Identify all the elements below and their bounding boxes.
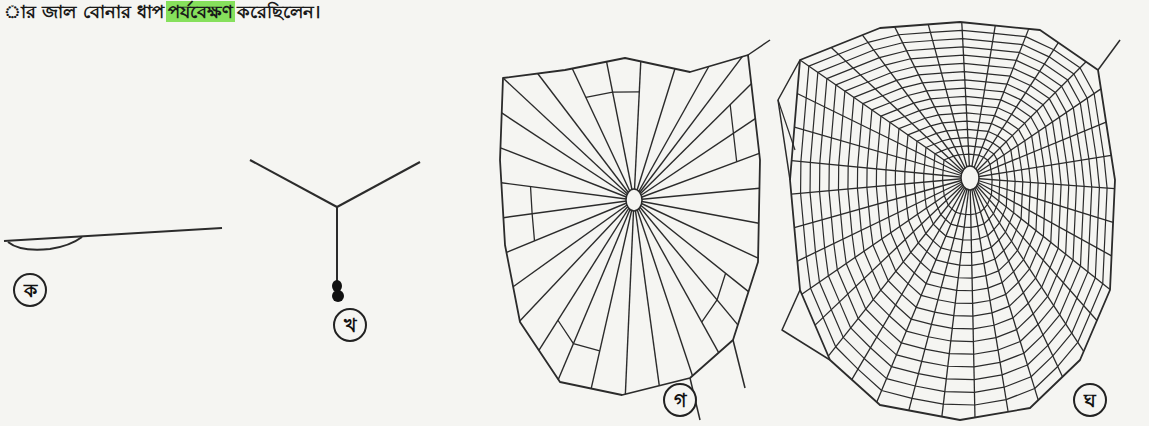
thread (336, 207, 338, 282)
web-spiral (730, 105, 737, 162)
web-radial (501, 183, 634, 200)
web-spiral (914, 129, 1015, 252)
web-radial (503, 200, 634, 218)
web-spiral (905, 121, 1023, 265)
anchor-thread (782, 290, 830, 360)
web-spiral (531, 187, 535, 241)
web-radial (634, 84, 751, 200)
caption-text: পর্যবেক্ষণ (166, 1, 235, 22)
web-spiral (810, 39, 1099, 393)
stage-circle: ঘ (1073, 383, 1107, 417)
web-radial (634, 200, 719, 353)
web-radial (520, 200, 634, 321)
thread (4, 228, 222, 241)
anchor-thread (778, 100, 795, 150)
web-radial (634, 200, 749, 292)
web-hub (626, 189, 642, 211)
stage-letter: ক (24, 281, 37, 300)
web-radial (607, 62, 634, 200)
web-hub (961, 166, 979, 190)
stage-circle: ক (13, 273, 47, 307)
web-spiral (586, 92, 639, 98)
web-frame (500, 55, 760, 395)
web-spiral (702, 273, 726, 322)
web-radial (513, 200, 634, 287)
web-spiral (820, 47, 1092, 380)
web-spiral (895, 113, 1030, 278)
web-radial (634, 153, 759, 200)
web-radial (634, 200, 659, 386)
web-radial (634, 119, 755, 200)
web-radial (634, 200, 692, 376)
web-spiral (933, 146, 1000, 227)
web-spiral (558, 320, 600, 351)
web-spiral (801, 30, 1108, 405)
web-radial (942, 178, 970, 417)
caption-text: করেছিলেন। (235, 1, 322, 22)
web-radial (506, 200, 634, 252)
web-radial (539, 200, 634, 350)
web-spiral (838, 63, 1076, 354)
thread (250, 160, 337, 207)
web-radial (625, 200, 634, 394)
anchor-thread (748, 40, 770, 55)
anchor-thread (778, 60, 800, 180)
stage-circle: খ (333, 308, 367, 342)
web-spiral (857, 80, 1061, 329)
web-spiral (943, 154, 992, 214)
spider (332, 290, 344, 302)
web-radial (502, 113, 634, 200)
anchor-thread (733, 340, 745, 388)
web-spiral (886, 105, 1038, 291)
caption-line: ার জাল বোনার ধাপপর্যবেক্ষণকরেছিলেন। (2, 0, 322, 23)
web-radial (852, 178, 970, 380)
stage-circle: গ (663, 383, 697, 417)
web-frame (790, 22, 1115, 420)
web-spiral (867, 88, 1054, 316)
thread-loop (8, 237, 82, 250)
web-spiral (848, 72, 1069, 342)
web-radial (634, 200, 759, 223)
stage-letter: ঘ (1084, 391, 1096, 410)
caption-text: ার জাল বোনার ধাপ (2, 1, 166, 22)
web-radial (591, 200, 634, 389)
web-radial (634, 200, 738, 325)
web-spiral (924, 138, 1008, 240)
web-radial (634, 188, 759, 200)
thread (337, 162, 420, 207)
stage-letter: গ (674, 391, 686, 410)
web-radial (634, 57, 742, 200)
stage-letter: খ (344, 316, 356, 335)
web-spiral (829, 55, 1084, 367)
web-radial (503, 78, 634, 200)
web-spiral (876, 96, 1045, 303)
anchor-thread (1098, 40, 1120, 70)
web-radial (634, 66, 709, 200)
